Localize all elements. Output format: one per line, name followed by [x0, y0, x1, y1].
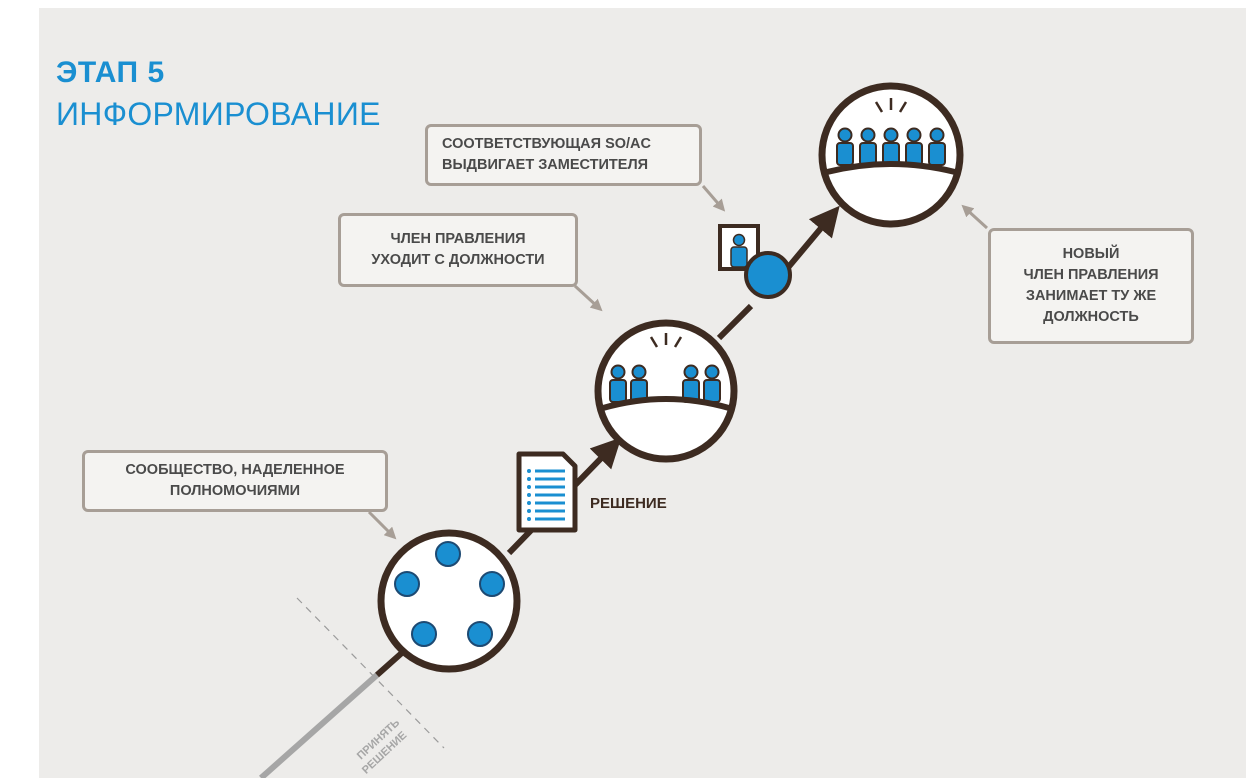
callout-soac-line-1: СООТВЕТСТВУЮЩАЯ SO/AC [442, 136, 652, 152]
document-icon [516, 451, 578, 533]
full-board-icon [818, 82, 964, 228]
callout-new-member-line-1: НОВЫЙ [1062, 246, 1120, 262]
callout-member-leaves: ЧЛЕН ПРАВЛЕНИЯ УХОДИТ С ДОЛЖНОСТИ [338, 213, 578, 287]
callout-new-member: НОВЫЙ ЧЛЕН ПРАВЛЕНИЯ ЗАНИМАЕТ ТУ ЖЕ ДОЛЖ… [988, 228, 1194, 344]
callout-new-member-line-2: ЧЛЕН ПРАВЛЕНИЯ [1023, 267, 1159, 283]
callout-member-leaves-line-1: ЧЛЕН ПРАВЛЕНИЯ [390, 231, 526, 247]
decision-label: РЕШЕНИЕ [590, 495, 667, 512]
callout-new-member-line-3: ЗАНИМАЕТ ТУ ЖЕ [1025, 288, 1157, 304]
timeline-segment-4 [783, 205, 840, 272]
take-decision-label: ПРИНЯТЬ РЕШЕНИЕ [355, 717, 409, 777]
callout-community-line-1: СООБЩЕСТВО, НАДЕЛЕННОЕ [125, 462, 345, 478]
decision-boundary-dashed-line [296, 597, 445, 749]
timeline-faded-segment [259, 672, 379, 778]
callout-soac-nominates: СООТВЕТСТВУЮЩАЯ SO/AC ВЫДВИГАЕТ ЗАМЕСТИТ… [425, 124, 702, 186]
stage-title: ЭТАП 5 [56, 56, 165, 89]
pointer-community [367, 510, 397, 540]
timeline-segment-1 [375, 648, 406, 678]
slide: ПРИНЯТЬ РЕШЕНИЕ ЭТАП 5 ИНФОРМИРОВАНИЕ СО… [39, 8, 1246, 778]
pointer-soac [701, 185, 726, 212]
board-meeting-icon [594, 319, 738, 463]
stage-name: ИНФОРМИРОВАНИЕ [56, 96, 381, 132]
callout-member-leaves-line-2: УХОДИТ С ДОЛЖНОСТИ [371, 252, 545, 268]
timeline-segment-3 [716, 303, 754, 341]
pointer-member-leaves [573, 284, 603, 312]
callout-soac-line-2: ВЫДВИГАЕТ ЗАМЕСТИТЕЛЯ [442, 157, 649, 173]
callout-community: СООБЩЕСТВО, НАДЕЛЕННОЕ ПОЛНОМОЧИЯМИ [82, 450, 388, 512]
callout-community-line-2: ПОЛНОМОЧИЯМИ [169, 483, 301, 499]
community-circle-icon [377, 529, 521, 673]
process-diagram: ПРИНЯТЬ РЕШЕНИЕ [259, 82, 989, 778]
callout-new-member-line-4: ДОЛЖНОСТЬ [1043, 309, 1139, 325]
nominee-portrait-icon [718, 224, 792, 299]
pointer-new-member [961, 204, 989, 230]
